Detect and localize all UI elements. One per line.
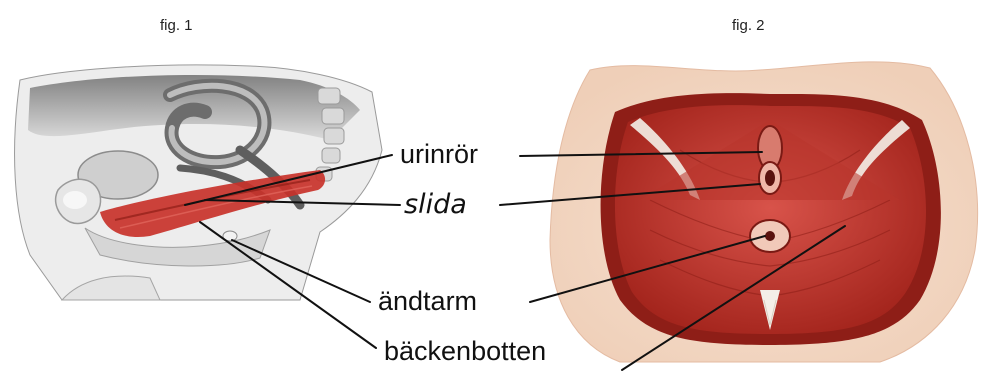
label-andtarm: ändtarm	[378, 286, 477, 316]
figure-1-illustration	[15, 65, 382, 300]
figure-2-caption: fig. 2	[732, 17, 765, 34]
label-urinror: urinrör	[400, 139, 478, 169]
figure-2-illustration	[550, 62, 978, 362]
figure-1-caption: fig. 1	[160, 17, 193, 34]
label-slida: slida	[404, 189, 467, 220]
label-backenbotten: bäckenbotten	[384, 336, 546, 366]
